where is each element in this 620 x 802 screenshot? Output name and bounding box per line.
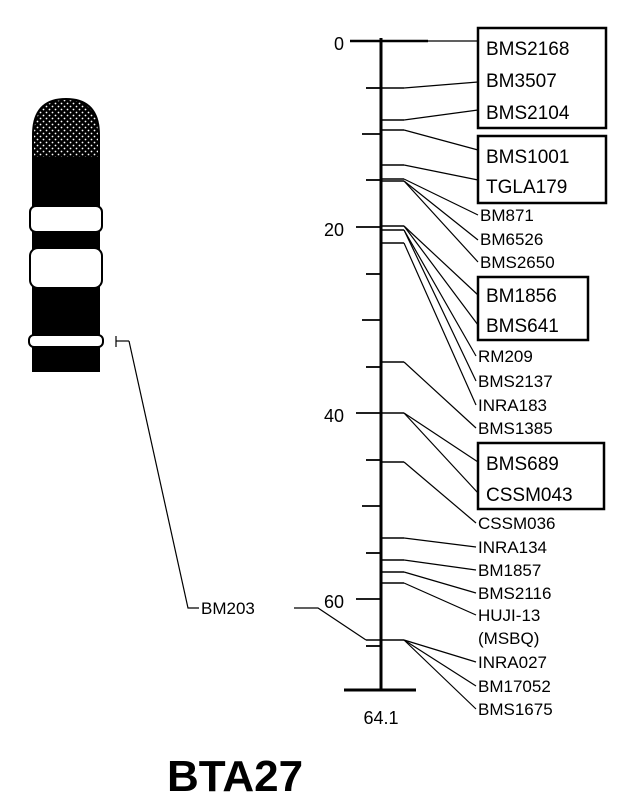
band-light-2 [29, 247, 103, 289]
marker-label: INRA027 [478, 653, 547, 672]
marker-list: BM871 BM6526 BMS2650 RM209 BMS2137 INRA1… [478, 206, 555, 719]
marker-label: BMS2137 [478, 372, 553, 391]
marker-label: CSSM036 [478, 514, 555, 533]
marker-label: BMS2116 [478, 584, 551, 603]
marker-label: BMS689 [486, 454, 559, 475]
marker-label: BM871 [480, 206, 534, 225]
axis-end-label: 64.1 [363, 708, 398, 728]
marker-label: CSSM043 [486, 485, 573, 506]
band-light-3 [28, 334, 104, 348]
marker-label: (MSBQ) [478, 629, 539, 648]
side-marker-label: BM203 [201, 599, 255, 618]
marker-label: BMS1675 [478, 700, 553, 719]
boxed-group-4: BMS689 CSSM043 [476, 441, 606, 511]
marker-label: RM209 [478, 347, 533, 366]
marker-label: INRA183 [478, 396, 547, 415]
marker-label: BMS1385 [478, 419, 553, 438]
chromosome-title: BTA27 [166, 752, 304, 801]
centromere-region [34, 100, 98, 157]
marker-label: TGLA179 [486, 177, 567, 198]
marker-label: BMS641 [486, 316, 559, 337]
marker-label: BM1856 [486, 286, 557, 307]
marker-label: BM6526 [480, 230, 543, 249]
marker-label: BM17052 [478, 677, 551, 696]
map-axis: 0 20 40 60 64.1 [324, 34, 428, 728]
boxed-group-2: BMS1001 TGLA179 [476, 134, 608, 205]
boxed-group-1: BMS2168 BM3507 BMS2104 [476, 26, 608, 130]
tick-label-20: 20 [324, 220, 344, 240]
tick-label-60: 60 [324, 592, 344, 612]
marker-label: INRA134 [478, 538, 547, 557]
chromosome-body [32, 98, 100, 372]
tick-label-0: 0 [334, 34, 344, 54]
marker-label: BMS2650 [480, 253, 555, 272]
marker-label: BM1857 [478, 561, 541, 580]
locus-connectors [294, 40, 479, 710]
marker-label: BMS2104 [486, 103, 570, 124]
marker-label: BM3507 [486, 71, 557, 92]
boxed-group-3: BM1856 BMS641 [476, 275, 590, 342]
marker-label: BMS2168 [486, 39, 569, 60]
tick-label-40: 40 [324, 406, 344, 426]
bm203-pointer [115, 336, 199, 609]
marker-label: HUJI-13 [478, 606, 540, 625]
chromosome-ideogram [28, 98, 104, 372]
marker-label: BMS1001 [486, 147, 569, 168]
band-light-1 [29, 205, 103, 233]
